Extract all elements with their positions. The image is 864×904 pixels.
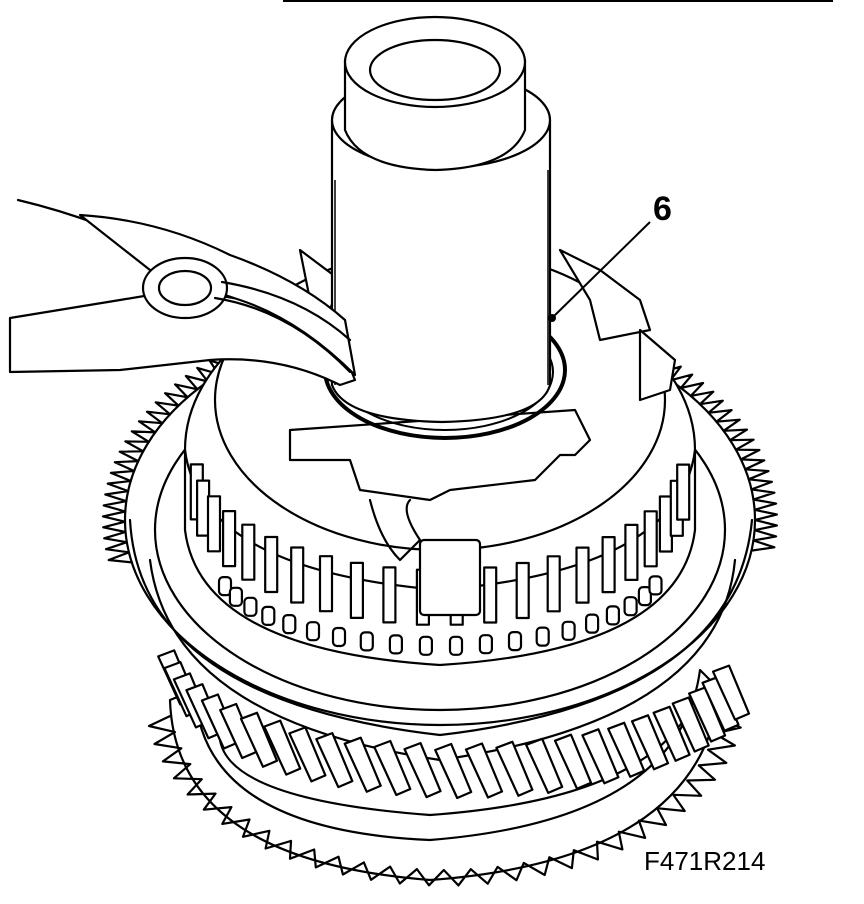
helical-tooth xyxy=(373,739,412,797)
hub-spline xyxy=(483,566,498,624)
hub-lug xyxy=(507,630,523,652)
hub-lug xyxy=(331,626,347,648)
hub-spline xyxy=(546,555,561,613)
helical-tooth xyxy=(607,721,646,778)
hub-lug xyxy=(478,634,493,655)
hub-lug xyxy=(623,596,638,617)
helical-tooth xyxy=(652,705,691,762)
hub-lug xyxy=(561,620,576,641)
callout-dot xyxy=(548,314,556,322)
helical-tooth xyxy=(688,686,727,743)
hub-spline xyxy=(575,546,590,604)
hub-spline xyxy=(241,523,256,581)
helical-teeth-band xyxy=(157,649,751,800)
helical-tooth xyxy=(315,732,354,789)
hub-lug xyxy=(637,585,653,607)
helical-tooth xyxy=(701,675,740,732)
hub-lug xyxy=(228,586,243,607)
sleeve-tool xyxy=(330,15,552,424)
hub-spline xyxy=(624,523,639,582)
hub-spline xyxy=(349,561,364,620)
hub-lug xyxy=(448,635,464,656)
hub-spline xyxy=(676,463,691,521)
helical-tooth xyxy=(495,740,534,797)
hub-lug xyxy=(605,605,621,626)
callout-number: 6 xyxy=(653,190,672,228)
helical-tooth xyxy=(711,664,751,721)
helical-tooth xyxy=(581,728,620,785)
hub-spline xyxy=(290,546,305,604)
hub-lug xyxy=(261,605,276,627)
helical-tooth xyxy=(464,742,504,799)
hub-lug xyxy=(388,634,403,655)
hub-lug xyxy=(535,626,550,647)
hub-spline xyxy=(264,535,279,594)
figure-code: F471R214 xyxy=(644,846,765,876)
hub-lug xyxy=(584,613,600,634)
hub-spline xyxy=(643,510,658,568)
hub-spline xyxy=(206,495,222,553)
hub-lug xyxy=(243,596,258,617)
hub-spline xyxy=(382,566,397,624)
hub-spline xyxy=(515,561,530,620)
hub-lug xyxy=(282,613,297,635)
helical-tooth xyxy=(525,737,564,794)
hub-lug xyxy=(359,631,374,652)
helical-tooth xyxy=(343,736,382,793)
hub-spline xyxy=(601,535,616,594)
helical-tooth xyxy=(434,742,473,800)
helical-tooth xyxy=(288,726,327,783)
hub-lug xyxy=(418,635,433,656)
hub-lug xyxy=(217,575,233,597)
hub-lug xyxy=(648,575,663,596)
hub-lug xyxy=(305,621,321,642)
helical-tooth xyxy=(671,696,710,753)
helical-tooth xyxy=(553,733,593,790)
callout-leader xyxy=(551,221,651,319)
helical-tooth xyxy=(630,714,670,771)
hub-spline xyxy=(318,555,334,613)
helical-tooth xyxy=(403,742,442,799)
hub-spline xyxy=(222,510,237,568)
helical-tooth xyxy=(263,719,302,776)
snap-ring-pliers xyxy=(8,198,357,387)
lower-gear-teeth xyxy=(147,714,742,887)
helical-tooth xyxy=(239,711,279,768)
